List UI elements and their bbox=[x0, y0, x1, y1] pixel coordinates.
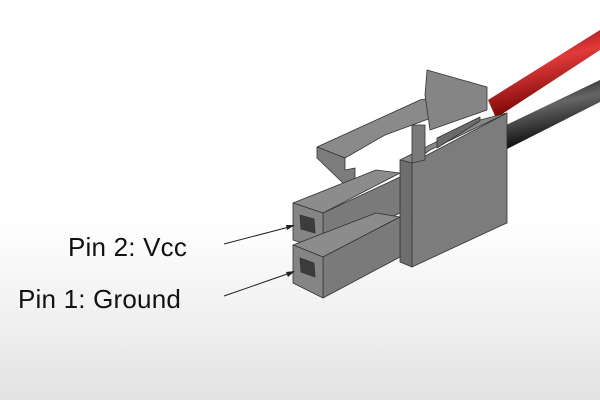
pin1-arrowhead bbox=[286, 271, 295, 277]
housing-front-face bbox=[411, 112, 508, 268]
pin2-label: Pin 2: Vcc bbox=[68, 232, 188, 262]
pin2-arrowhead bbox=[286, 225, 295, 230]
housing-slot bbox=[436, 116, 481, 149]
ground-wire bbox=[500, 80, 600, 150]
pin1-cavity bbox=[299, 257, 316, 278]
housing-left-side bbox=[399, 159, 413, 268]
latch-side bbox=[411, 124, 426, 164]
vcc-wire bbox=[488, 30, 600, 118]
latch-tab-front bbox=[316, 146, 356, 186]
pin1-label: Pin 1: Ground bbox=[18, 284, 182, 314]
pin2-cavity bbox=[299, 214, 316, 234]
pin2-leader-line bbox=[223, 225, 294, 245]
pin1-leader-line bbox=[223, 271, 294, 297]
latch-rear-post bbox=[424, 69, 488, 131]
